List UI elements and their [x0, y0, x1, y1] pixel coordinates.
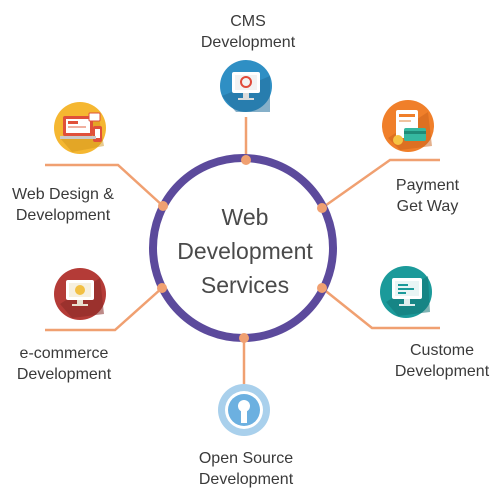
connector-lines [45, 117, 440, 384]
label-payment-line-2: Get Way [396, 198, 459, 215]
label-ecommerce-line-1: e-commerce [19, 345, 109, 362]
custom-code-monitor-icon [380, 266, 432, 318]
center-title: Web Development Services [150, 200, 340, 302]
ring-dot-web-design [158, 201, 168, 211]
label-ecommerce-development: e-commerce Development [4, 343, 124, 385]
label-open-source-line-1: Open Source [198, 450, 294, 467]
connector-custom [321, 287, 440, 330]
label-web-design-line-2: Development [15, 207, 111, 224]
label-payment-gateway: Payment Get Way [380, 175, 475, 217]
label-cms-development: CMS Development [188, 11, 308, 53]
center-title-line-1: Web [221, 204, 269, 230]
connector-ecommerce [45, 287, 163, 332]
label-cms-line-2: Development [200, 34, 296, 51]
ring-dot-ecommerce [157, 283, 167, 293]
ring-dot-payment [317, 203, 327, 213]
label-custom-line-1: Custome [409, 342, 475, 359]
web-design-devices-icon [54, 102, 106, 154]
label-custom-development: Custome Development [386, 340, 498, 382]
ring-dot-open-source [239, 333, 249, 343]
center-title-line-3: Services [200, 272, 290, 298]
label-open-source-development: Open Source Development [186, 448, 306, 490]
label-web-design-development: Web Design & Development [2, 184, 124, 226]
label-payment-line-1: Payment [395, 177, 460, 194]
ring-dot-cms [241, 155, 251, 165]
ecommerce-monitor-icon [54, 268, 106, 320]
label-web-design-line-1: Web Design & [12, 186, 114, 203]
open-source-icon [218, 384, 270, 436]
payment-card-icon [382, 100, 434, 152]
label-custom-line-2: Development [394, 363, 490, 380]
cms-monitor-icon [220, 60, 272, 112]
ring-dots [157, 155, 327, 343]
label-open-source-line-2: Development [198, 471, 294, 488]
ring-dot-custom [317, 283, 327, 293]
connector-payment [321, 158, 440, 210]
center-title-line-2: Development [177, 238, 313, 264]
connector-web-design [45, 163, 164, 207]
label-ecommerce-line-2: Development [16, 366, 112, 383]
label-cms-line-1: CMS [230, 13, 266, 30]
